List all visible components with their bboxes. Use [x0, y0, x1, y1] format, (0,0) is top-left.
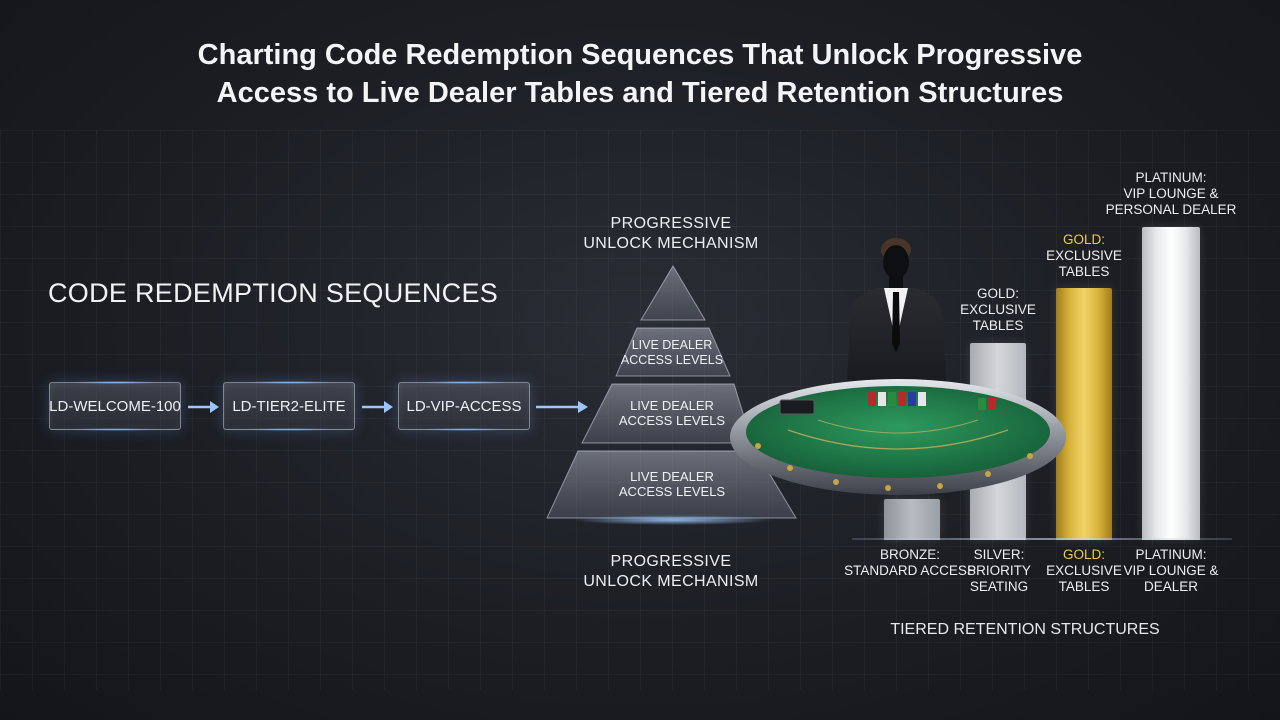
dealer-table-illustration — [730, 238, 1066, 495]
tier-label-silver: SILVER: PRIORITY SEATING — [967, 547, 1031, 594]
bar-top-label-gold: GOLD: EXCLUSIVE TABLES — [1046, 232, 1122, 279]
chip-stacks — [868, 392, 996, 410]
pyramid-level-1 — [615, 327, 731, 377]
mechanism-label-top: PROGRESSIVE UNLOCK MECHANISM — [583, 215, 759, 252]
code-section-heading: CODE REDEMPTION SEQUENCES — [48, 278, 499, 308]
code-box-vip: LD-VIP-ACCESS — [398, 381, 530, 431]
code-box-welcome: LD-WELCOME-100 — [49, 381, 181, 431]
pyramid-level-label-1: LIVE DEALER ACCESS LEVELS — [620, 338, 724, 367]
page-title-line-1: Charting Code Redemption Sequences That … — [197, 39, 1083, 71]
table-cup-holders — [755, 443, 1033, 491]
tier-bar-platinum — [1142, 227, 1200, 540]
tier-label-gold: GOLD: EXCLUSIVE TABLES — [1046, 547, 1122, 594]
table-felt — [746, 386, 1050, 478]
tiered-retention-label: TIERED RETENTION STRUCTURES — [890, 621, 1160, 638]
bar-top-label-platinum: PLATINUM: VIP LOUNGE & PERSONAL DEALER — [1105, 170, 1237, 217]
tier-label-bronze: BRONZE: STANDARD ACCESS — [844, 547, 976, 578]
page-title-line-2: Access to Live Dealer Tables and Tiered … — [216, 77, 1064, 109]
tier-bars — [860, 200, 1260, 540]
unlock-pyramid — [546, 265, 797, 525]
pyramid-tip — [640, 265, 706, 321]
pyramid-level-label-3: LIVE DEALER ACCESS LEVELS — [618, 469, 726, 499]
pyramid-level-label-2: LIVE DEALER ACCESS LEVELS — [618, 398, 726, 428]
page-title: Charting Code Redemption Sequences That … — [0, 36, 1280, 112]
tier-bar-gold — [1056, 288, 1112, 540]
code-box-tier2: LD-TIER2-ELITE — [223, 381, 355, 431]
tier-bar-bronze — [884, 499, 940, 540]
tier-label-platinum: PLATINUM: VIP LOUNGE & DEALER — [1123, 547, 1219, 594]
mechanism-label-bottom: PROGRESSIVE UNLOCK MECHANISM — [583, 553, 759, 590]
pyramid-level-3 — [546, 450, 797, 519]
tier-baseline — [852, 538, 1232, 540]
bar-top-label-silver: GOLD: EXCLUSIVE TABLES — [960, 286, 1036, 333]
dealer-head — [883, 245, 909, 279]
arrow-right-icon — [536, 401, 588, 413]
arrow-right-icon — [188, 401, 219, 413]
arrow-right-icon — [362, 401, 393, 413]
